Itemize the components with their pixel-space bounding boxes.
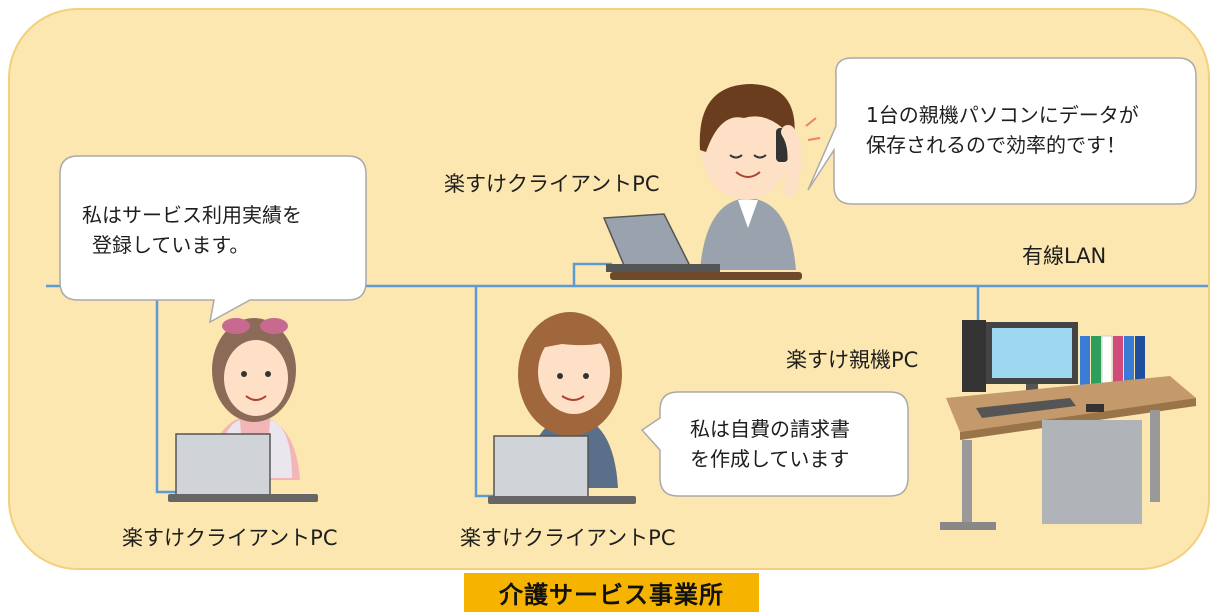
client-pc-label-left: 楽すけクライアントPC: [122, 526, 338, 550]
man-on-phone-illustration: [699, 84, 821, 270]
speech-bubble-center: [640, 391, 909, 497]
host-pc-desk-illustration: [940, 320, 1196, 530]
host-pc-label: 楽すけ親機PC: [786, 348, 919, 372]
bubble-left-line1: 私はサービス利用実績を: [82, 203, 302, 227]
client-pc-label-center: 楽すけクライアントPC: [460, 526, 676, 550]
laptop-top: [602, 213, 802, 280]
network-label: 有線LAN: [1022, 244, 1107, 268]
laptop-center: [488, 435, 636, 504]
client-pc-label-top: 楽すけクライアントPC: [444, 172, 660, 196]
bubble-top-line2: 保存されるので効率的です！: [866, 133, 1126, 157]
bubble-top-line1: 1台の親機パソコンにデータが: [866, 103, 1139, 127]
speech-bubble-left: [59, 155, 367, 324]
lan-drop-top: [572, 262, 612, 286]
office-name-banner: 介護サービス事業所: [464, 573, 759, 612]
bubble-left-line2: 登録しています。: [92, 233, 250, 257]
bubble-center-line2: を作成しています: [690, 447, 850, 471]
bubble-center-line1: 私は自費の請求書: [690, 417, 850, 441]
speech-bubble-top: [807, 57, 1197, 205]
laptop-left: [168, 433, 318, 502]
